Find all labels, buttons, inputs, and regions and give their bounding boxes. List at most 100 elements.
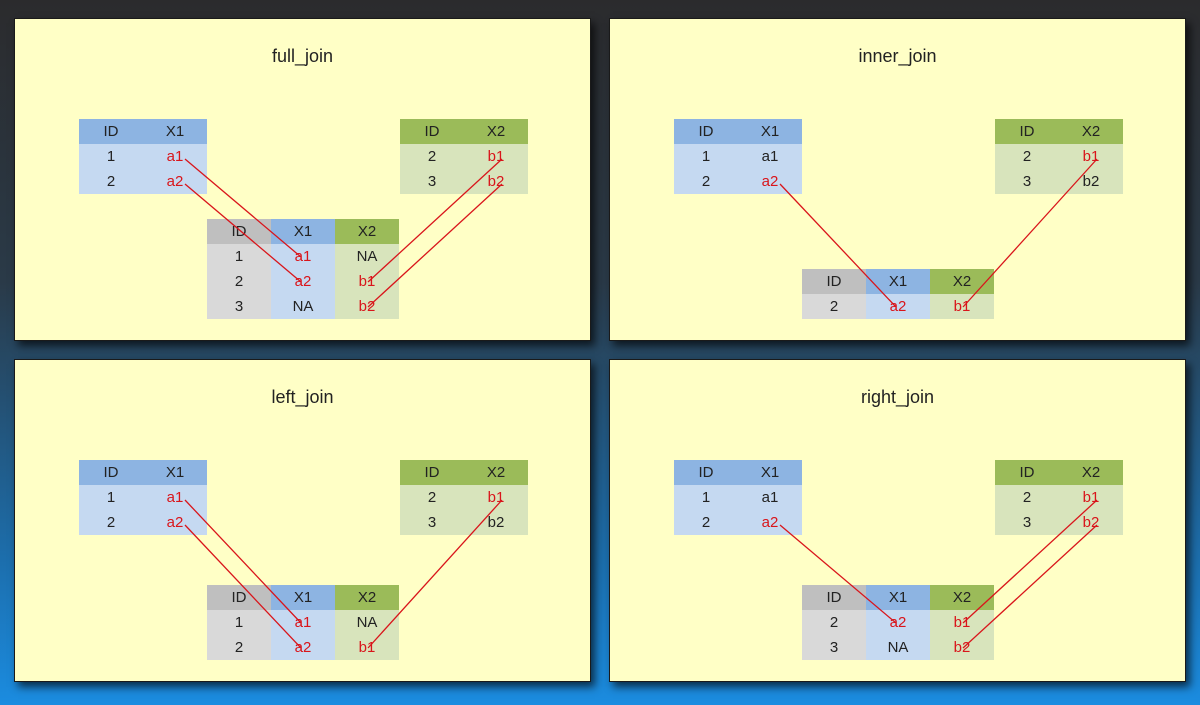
cell-x2: b1	[1059, 144, 1123, 169]
header-x2: X2	[464, 119, 528, 144]
cell-x1: a2	[143, 510, 207, 535]
cell-id: 1	[674, 485, 738, 510]
cell-x2: b1	[930, 610, 994, 635]
header-x1: X1	[271, 219, 335, 244]
panel-title: full_join	[271, 46, 334, 66]
cell-id: 2	[79, 510, 143, 535]
cell-id: 1	[207, 610, 271, 635]
cell-id: 3	[995, 510, 1059, 535]
cell-x2: b1	[464, 485, 528, 510]
header-id: ID	[802, 269, 866, 294]
header-id: ID	[400, 119, 464, 144]
header-id: ID	[79, 460, 143, 485]
cell-id: 1	[674, 144, 738, 169]
cell-x2: NA	[335, 610, 399, 635]
cell-x1: a2	[866, 610, 930, 635]
cell-x2: b2	[1059, 510, 1123, 535]
header-id: ID	[674, 460, 738, 485]
cell-x2: NA	[335, 244, 399, 269]
cell-x1: a2	[143, 169, 207, 194]
cell-x2: b2	[464, 510, 528, 535]
cell-id: 3	[802, 635, 866, 660]
header-x2: X2	[335, 219, 399, 244]
cell-x1: a1	[738, 144, 802, 169]
header-id: ID	[674, 119, 738, 144]
header-x2: X2	[1059, 460, 1123, 485]
cell-id: 2	[207, 269, 271, 294]
header-x1: X1	[738, 460, 802, 485]
header-x1: X1	[866, 269, 930, 294]
cell-x2: b1	[464, 144, 528, 169]
cell-x1: a2	[866, 294, 930, 319]
header-x2: X2	[464, 460, 528, 485]
cell-x1: a1	[143, 144, 207, 169]
cell-id: 2	[674, 169, 738, 194]
panel-title: right_join	[860, 387, 935, 407]
cell-id: 2	[674, 510, 738, 535]
cell-id: 3	[207, 294, 271, 319]
header-id: ID	[995, 119, 1059, 144]
panel-title: inner_join	[858, 46, 937, 66]
cell-x1: a2	[271, 269, 335, 294]
cell-id: 1	[79, 144, 143, 169]
cell-id: 2	[79, 169, 143, 194]
header-x2: X2	[1059, 119, 1123, 144]
cell-x1: NA	[271, 294, 335, 319]
header-x2: X2	[335, 585, 399, 610]
cell-id: 2	[207, 635, 271, 660]
cell-x2: b1	[335, 635, 399, 660]
cell-x1: NA	[866, 635, 930, 660]
header-id: ID	[802, 585, 866, 610]
cell-id: 1	[79, 485, 143, 510]
cell-x1: a2	[271, 635, 335, 660]
cell-x1: a1	[738, 485, 802, 510]
header-x1: X1	[271, 585, 335, 610]
header-id: ID	[207, 585, 271, 610]
cell-id: 3	[995, 169, 1059, 194]
cell-id: 2	[995, 485, 1059, 510]
header-x2: X2	[930, 585, 994, 610]
cell-x2: b2	[930, 635, 994, 660]
panel-title: left_join	[271, 387, 334, 407]
cell-id: 1	[207, 244, 271, 269]
header-id: ID	[207, 219, 271, 244]
cell-id: 2	[802, 610, 866, 635]
header-x1: X1	[866, 585, 930, 610]
cell-id: 2	[400, 485, 464, 510]
header-x1: X1	[143, 460, 207, 485]
cell-x2: b2	[1059, 169, 1123, 194]
cell-id: 3	[400, 169, 464, 194]
cell-x2: b1	[930, 294, 994, 319]
header-id: ID	[995, 460, 1059, 485]
cell-x1: a1	[143, 485, 207, 510]
cell-x1: a2	[738, 169, 802, 194]
cell-x2: b2	[335, 294, 399, 319]
cell-x2: b1	[1059, 485, 1123, 510]
cell-x1: a1	[271, 244, 335, 269]
header-id: ID	[400, 460, 464, 485]
header-x2: X2	[930, 269, 994, 294]
header-x1: X1	[143, 119, 207, 144]
cell-x2: b1	[335, 269, 399, 294]
cell-id: 2	[400, 144, 464, 169]
cell-x1: a1	[271, 610, 335, 635]
header-x1: X1	[738, 119, 802, 144]
header-id: ID	[79, 119, 143, 144]
cell-x1: a2	[738, 510, 802, 535]
cell-id: 3	[400, 510, 464, 535]
cell-x2: b2	[464, 169, 528, 194]
cell-id: 2	[802, 294, 866, 319]
